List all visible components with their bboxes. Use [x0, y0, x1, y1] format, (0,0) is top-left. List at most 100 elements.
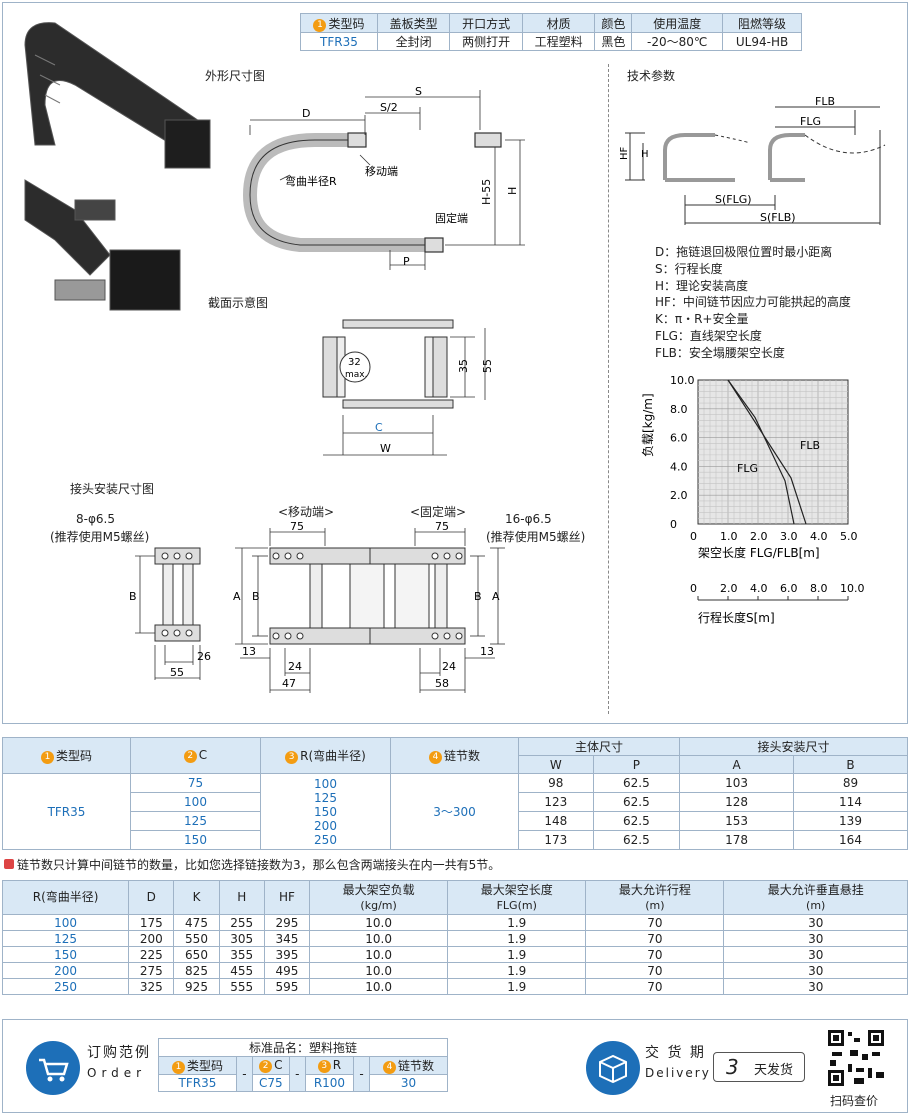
chart-y-tick: 2.0 [670, 489, 688, 502]
spec-v-type: TFR35 [300, 32, 378, 51]
outline-bend: 弯曲半径R [285, 174, 337, 188]
chart-x-tick: 0 [690, 530, 697, 543]
mt-cell: 153 [679, 811, 795, 831]
chart-y-tick: 8.0 [670, 403, 688, 416]
chart-ylabel: 负载[kg/m] [641, 393, 655, 457]
rt-cell: 10.0 [309, 930, 449, 947]
chart-x-tick: 3.0 [780, 530, 798, 543]
rt-cell: 200 [1, 962, 130, 979]
chart-x2-tick: 8.0 [810, 582, 828, 595]
chart-series-FLB [727, 379, 807, 525]
mt-h-p: P [592, 755, 681, 774]
section-W: W [380, 442, 391, 455]
rt-header-0: R(弯曲半径) [1, 880, 130, 915]
mt-c-0: 75 [130, 773, 261, 793]
section-max-label: max. [345, 370, 367, 380]
chart-y-tick: 0 [670, 518, 677, 531]
joint-75a: 75 [290, 520, 304, 533]
chart-series-label: FLB [800, 439, 820, 452]
tech-SFLg: S(FLG) [715, 193, 752, 206]
rt-cell: 70 [585, 914, 725, 931]
rt-cell: 925 [173, 978, 220, 995]
section-C: C [375, 421, 383, 434]
chart-x-tick: 4.0 [810, 530, 828, 543]
outline-P: P [403, 255, 410, 268]
outline-moving: 移动端 [365, 165, 398, 178]
outline-H55: H-55 [480, 179, 493, 205]
delivery-en: Delivery [645, 1066, 711, 1080]
mt-cell: 62.5 [592, 830, 681, 850]
spec-v-open: 两侧打开 [449, 32, 523, 51]
spec-h-flame: 阻燃等级 [722, 13, 802, 33]
spec-v-flame: UL94-HB [722, 32, 802, 51]
rt-cell: 475 [173, 914, 220, 931]
rt-header-4: HF [263, 880, 311, 915]
outline-S2: S/2 [380, 101, 398, 114]
rt-cell: 100 [1, 914, 130, 931]
warning-icon [4, 859, 14, 869]
mt-h-w: W [518, 755, 594, 774]
rt-cell: 1.9 [447, 946, 587, 963]
section-55: 55 [481, 359, 494, 373]
def-S: S：行程长度 [655, 261, 723, 276]
chart-x-tick: 1.0 [720, 530, 738, 543]
note: 链节数只计算中间链节的数量，比如您选择链接数为3，那么包含两端接头在内一共有5节… [4, 856, 500, 873]
mt-cell: 114 [793, 792, 908, 812]
rt-cell: 250 [1, 978, 130, 995]
rt-cell: 70 [585, 930, 725, 947]
mt-cell: 62.5 [592, 811, 681, 831]
qr-code-icon [826, 1028, 886, 1088]
rt-cell: 10.0 [309, 978, 449, 995]
rt-cell: 305 [218, 930, 265, 947]
joint-left-drawing: B 26 55 [129, 547, 211, 680]
rt-header-7: 最大允许行程(m) [585, 880, 725, 915]
spec-v-color: 黑色 [594, 32, 633, 51]
chart-y-tick: 4.0 [670, 460, 688, 473]
chart-xlabel: 架空长度 FLG/FLB[m] [698, 545, 820, 560]
chart-x2-tick: 4.0 [750, 582, 768, 595]
rt-cell: 355 [218, 946, 265, 963]
rt-header-1: D [128, 880, 175, 915]
joint-center-drawing: 75 75 A B B A 13 24 47 24 13 58 [233, 520, 505, 693]
joint-24b: 24 [442, 660, 456, 673]
cart-icon [26, 1041, 80, 1095]
order-sep: - [353, 1056, 371, 1092]
joint-13a: 13 [242, 645, 256, 658]
rt-cell: 650 [173, 946, 220, 963]
mt-cell: 139 [793, 811, 908, 831]
mt-cell: 148 [518, 811, 594, 831]
joint-26: 26 [197, 650, 211, 663]
joint-47: 47 [282, 677, 296, 690]
rt-cell: 200 [128, 930, 175, 947]
rt-cell: 595 [263, 978, 311, 995]
mt-cell: 173 [518, 830, 594, 850]
rt-cell: 395 [263, 946, 311, 963]
rt-cell: 550 [173, 930, 220, 947]
tech-Hf: HF [619, 146, 630, 160]
rt-header-3: H [218, 880, 265, 915]
rt-cell: 10.0 [309, 946, 449, 963]
tech-FLg: FLG [800, 115, 821, 128]
joint-75b: 75 [435, 520, 449, 533]
section-35: 35 [457, 359, 470, 373]
joint-center-A: A [233, 590, 241, 603]
rt-cell: 70 [585, 946, 725, 963]
rt-cell: 30 [723, 978, 908, 995]
order-sep: - [235, 1056, 253, 1092]
def-H: H：理论安装高度 [655, 278, 749, 293]
delivery-days: 3 [726, 1055, 739, 1079]
mt-c-2: 125 [130, 811, 261, 831]
joint-left-note: (推荐使用M5螺丝) [50, 530, 150, 544]
product-photo [24, 22, 211, 311]
mt-type: TFR35 [2, 773, 131, 850]
